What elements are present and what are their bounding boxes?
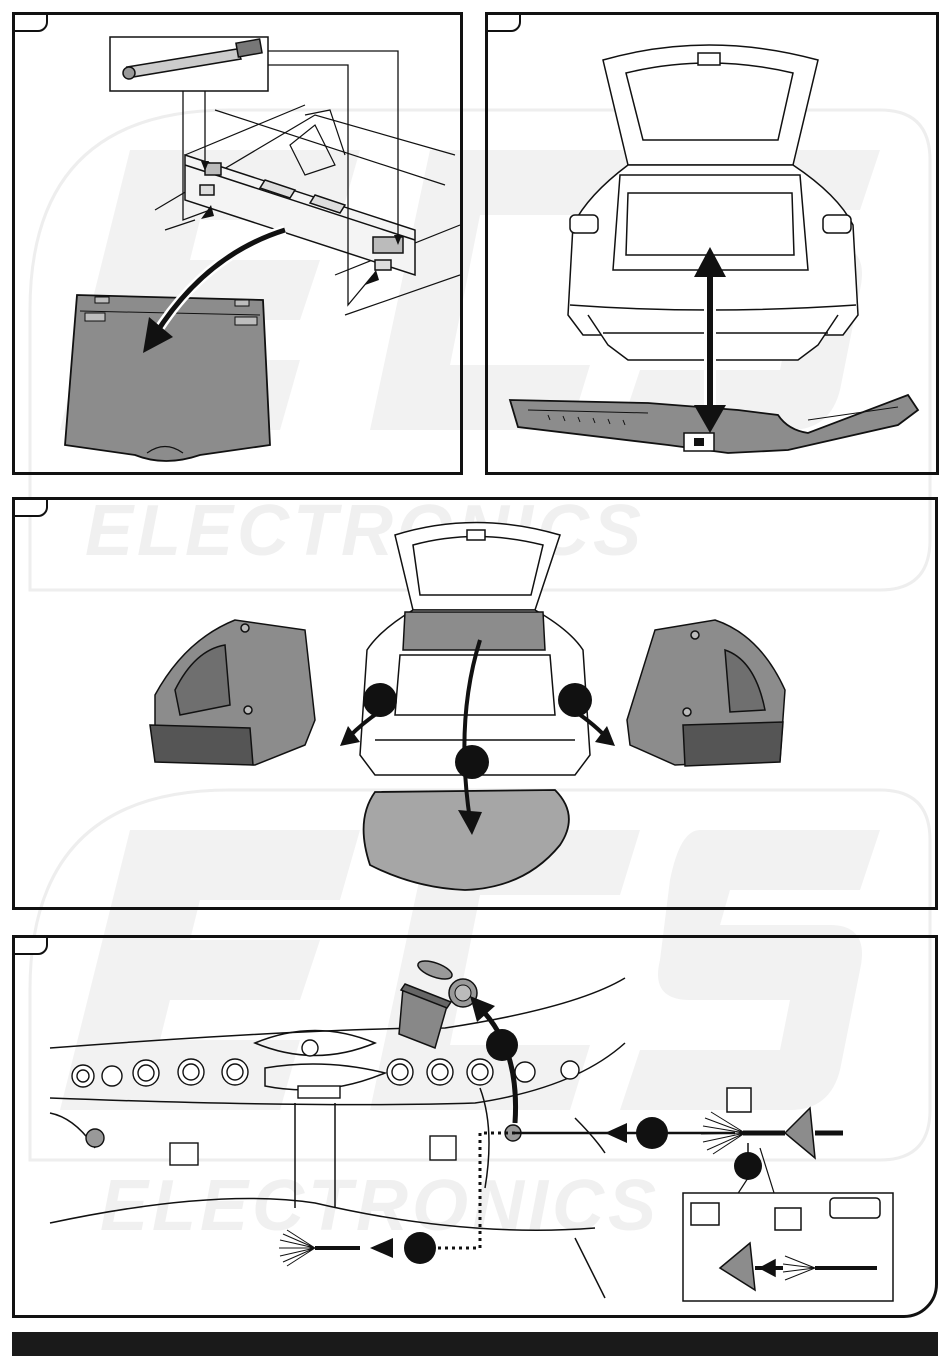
trash-bin-icon (399, 957, 454, 1048)
panel-4 (12, 935, 938, 1318)
right-side-trim-panel (627, 620, 785, 766)
car-rear-open-tailgate (360, 523, 590, 776)
step-number-tab (12, 12, 48, 32)
grommet-icon (785, 1108, 815, 1158)
panel-3 (12, 497, 938, 910)
panel-1 (12, 12, 463, 475)
inset-detail-box (683, 1193, 893, 1301)
left-side-trim-panel (150, 620, 315, 765)
wire-bundle-icon (279, 1230, 315, 1266)
panel-2 (485, 12, 939, 475)
tool-callout (110, 37, 268, 91)
step-number-tab (12, 497, 48, 517)
step-number-tab (12, 935, 48, 955)
step-number-tab (485, 12, 521, 32)
footer-bar (12, 1332, 938, 1356)
